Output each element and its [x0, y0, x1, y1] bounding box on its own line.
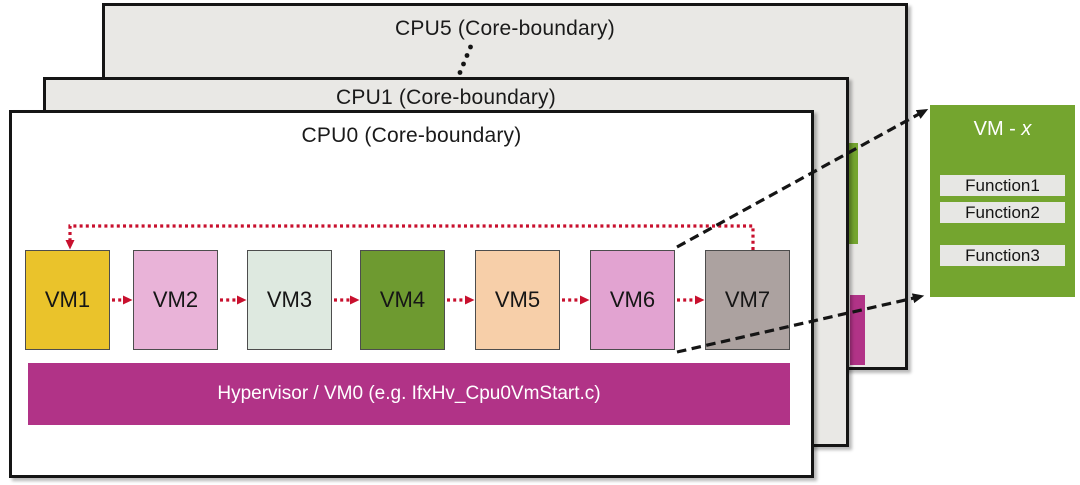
- hypervisor-label: Hypervisor / VM0 (e.g. IfxHv_Cpu0VmStart…: [217, 383, 601, 404]
- vm-label: VM6: [609, 287, 656, 312]
- vm-box-vm1: VM1: [25, 250, 110, 350]
- cpu1-title: CPU1 (Core-boundary): [336, 86, 556, 109]
- vm-label: VM2: [152, 287, 199, 312]
- hypervisor-bar: Hypervisor / VM0 (e.g. IfxHv_Cpu0VmStart…: [28, 363, 790, 425]
- vm-label: VM7: [724, 287, 771, 312]
- vm-box-vm3: VM3: [247, 250, 332, 350]
- vm-label: VM1: [44, 287, 91, 312]
- vm-box-vm6: VM6: [590, 250, 675, 350]
- hidden-layer-hypervisor-sliver: [850, 295, 865, 365]
- vm-x-title-prefix: VM -: [973, 118, 1022, 140]
- vm-box-vm2: VM2: [133, 250, 218, 350]
- vm-box-vm4: VM4: [360, 250, 445, 350]
- vm-box-vm5: VM5: [475, 250, 560, 350]
- function-box-1: Function1: [940, 175, 1065, 196]
- vm-label: VM3: [266, 287, 313, 312]
- vm-x-title: VM - x: [930, 118, 1075, 141]
- vm-x-title-variable: x: [1021, 118, 1032, 140]
- cpu5-title: CPU5 (Core-boundary): [395, 17, 615, 40]
- function-box-3: Function3: [940, 245, 1065, 266]
- vm-label: VM5: [494, 287, 541, 312]
- vm-label: VM4: [379, 287, 426, 312]
- vm-box-vm7: VM7: [705, 250, 790, 350]
- hidden-layer-vm-sliver: [849, 143, 858, 244]
- function-box-2: Function2: [940, 202, 1065, 223]
- cpu0-title: CPU0 (Core-boundary): [301, 124, 522, 147]
